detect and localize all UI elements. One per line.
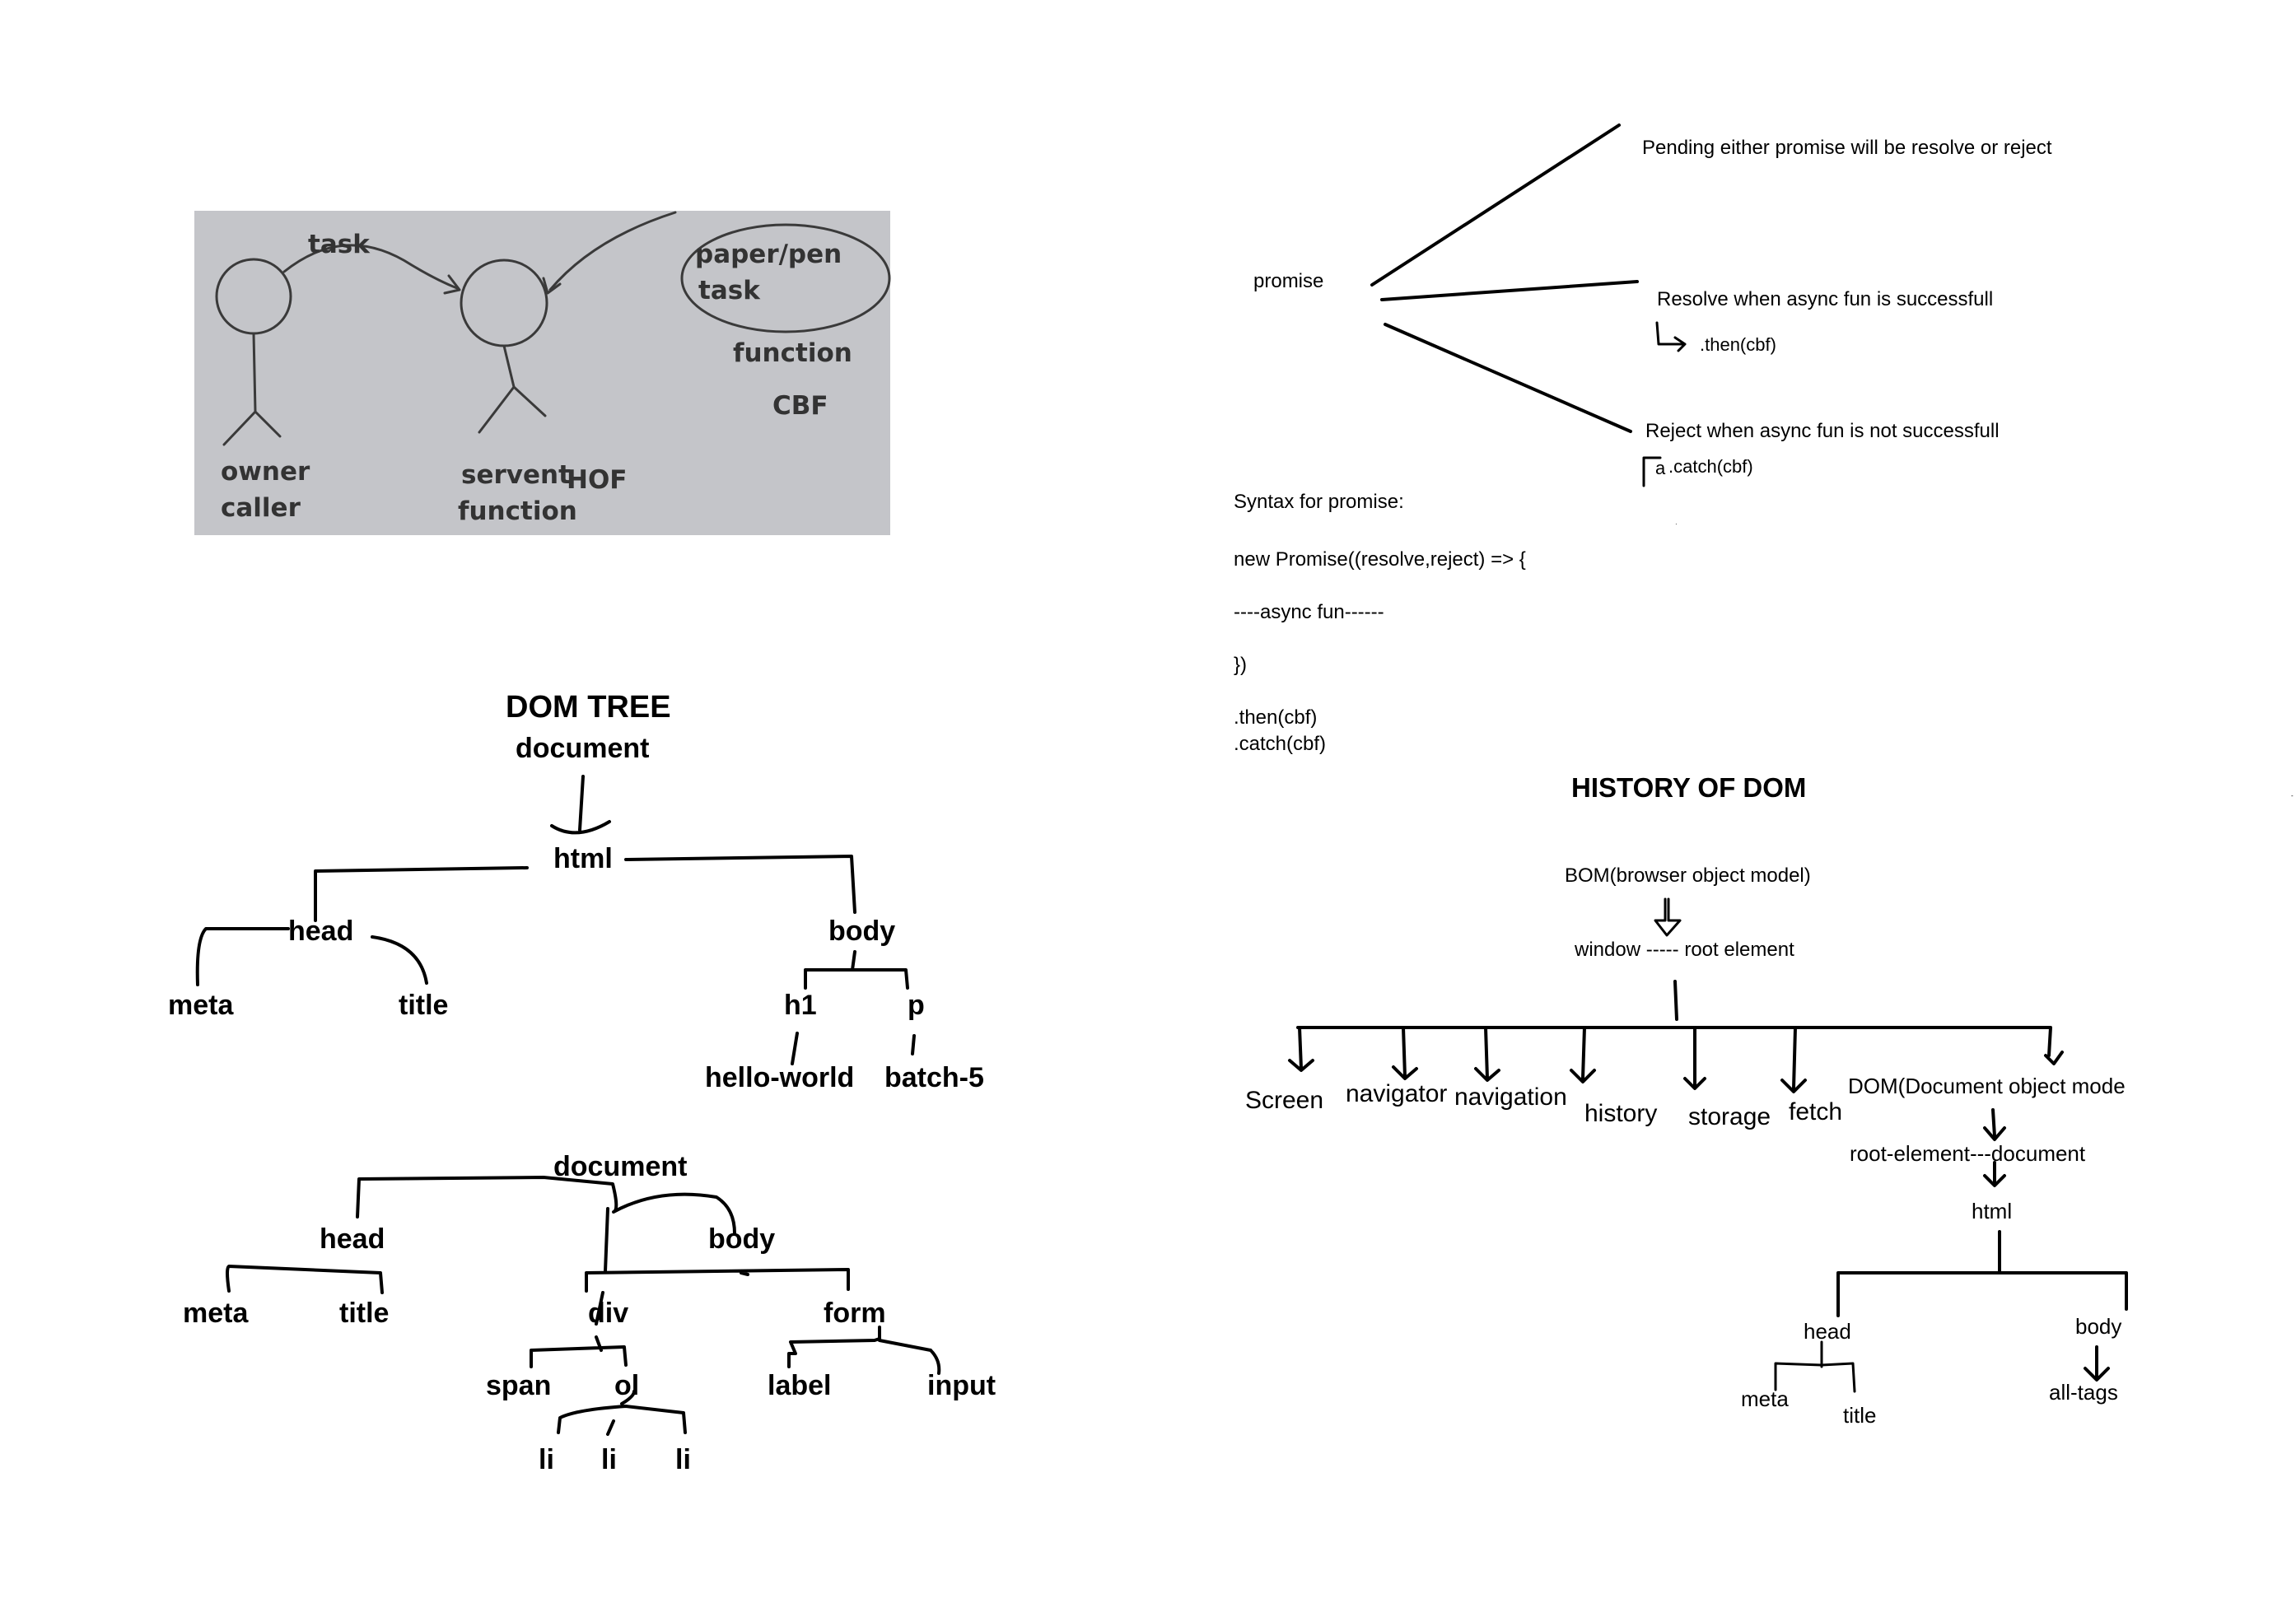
tree2-title: title [339, 1298, 390, 1329]
tree2-input: input [927, 1370, 996, 1401]
bom-label: BOM(browser object model) [1565, 864, 1811, 887]
history-child: history [1584, 1100, 1658, 1127]
tree2-li: li [601, 1444, 617, 1475]
paper-pen-label: paper/pen [695, 240, 842, 269]
promise-catch: .catch(cbf) [1668, 456, 1753, 477]
syntax-heading: Syntax for promise: [1234, 491, 1404, 513]
tree1-head: head [288, 916, 354, 947]
tree1-meta: meta [168, 990, 234, 1021]
history-child: navigator [1346, 1080, 1448, 1107]
tree2-form: form [824, 1298, 886, 1329]
tree1-body: body [828, 916, 896, 947]
tree1-document: document [516, 733, 650, 764]
owner-label: owner [221, 457, 310, 487]
tree2-head: head [320, 1223, 385, 1255]
servent-label: servent [461, 460, 571, 490]
tree2-li: li [539, 1444, 554, 1475]
history-heading: HISTORY OF DOM [1571, 772, 1807, 803]
history-head: head [1804, 1319, 1851, 1344]
window-label: window ----- root element [1575, 939, 1794, 961]
dom-tree-1-lines [195, 775, 916, 1065]
tree1-html: html [553, 843, 613, 874]
code-line: .catch(cbf) [1234, 733, 1327, 755]
code-line: ----async fun------ [1234, 601, 1384, 623]
tree1-batch: batch-5 [884, 1062, 984, 1093]
history-body: body [2075, 1314, 2122, 1339]
history-child: Screen [1245, 1087, 1324, 1114]
hof-label: HOF [567, 465, 628, 495]
history-title: title [1843, 1403, 1877, 1428]
history-all-tags: all-tags [2049, 1380, 2118, 1405]
code-line: }) [1234, 654, 1248, 676]
history-child: storage [1688, 1103, 1771, 1130]
tree1-title: title [399, 990, 449, 1021]
promise-label: promise [1253, 270, 1324, 292]
dom-tree-2-lines [226, 1176, 941, 1436]
dom-label: DOM(Document object mode [1848, 1074, 2126, 1098]
code-line: .then(cbf) [1234, 706, 1318, 729]
tree2-li: li [675, 1444, 691, 1475]
tree2-ol: ol [614, 1370, 640, 1401]
tree1-h1: h1 [784, 990, 817, 1021]
promise-lines [1370, 123, 1687, 487]
history-child: fetch [1789, 1098, 1843, 1125]
promise-catch-prefix: a [1655, 458, 1666, 478]
dom-tree-heading: DOM TREE [506, 690, 671, 725]
cbf-label: CBF [772, 391, 828, 421]
tree1-p: p [908, 990, 925, 1021]
task-arrow-label: task [308, 230, 370, 259]
tree2-body: body [708, 1223, 776, 1255]
function-label: function [458, 496, 577, 526]
tree2-label: label [768, 1370, 832, 1401]
history-child: navigation [1454, 1083, 1567, 1111]
history-html: html [1972, 1199, 2013, 1223]
tree2-div: div [588, 1298, 629, 1329]
promise-then: .then(cbf) [1700, 334, 1776, 355]
tree2-span: span [486, 1370, 552, 1401]
promise-resolve: Resolve when async fun is successfull [1657, 288, 1994, 310]
hof-sketch-strokes [215, 211, 891, 446]
history-meta: meta [1741, 1386, 1789, 1411]
tree2-meta: meta [183, 1298, 249, 1329]
code-line: new Promise((resolve,reject) => { [1234, 548, 1526, 571]
tree2-document: document [553, 1151, 688, 1182]
promise-pending: Pending either promise will be resolve o… [1642, 137, 2052, 159]
root-document-label: root-element---document [1850, 1141, 2086, 1166]
circle-task-label: task [698, 276, 760, 305]
cb-function-label: function [733, 338, 852, 368]
promise-reject: Reject when async fun is not successfull [1645, 420, 2000, 442]
tree1-hello-world: hello-world [705, 1062, 855, 1093]
history-lines [1288, 897, 2128, 1393]
caller-label: caller [221, 493, 301, 523]
hof-sketch-photo [194, 211, 890, 535]
